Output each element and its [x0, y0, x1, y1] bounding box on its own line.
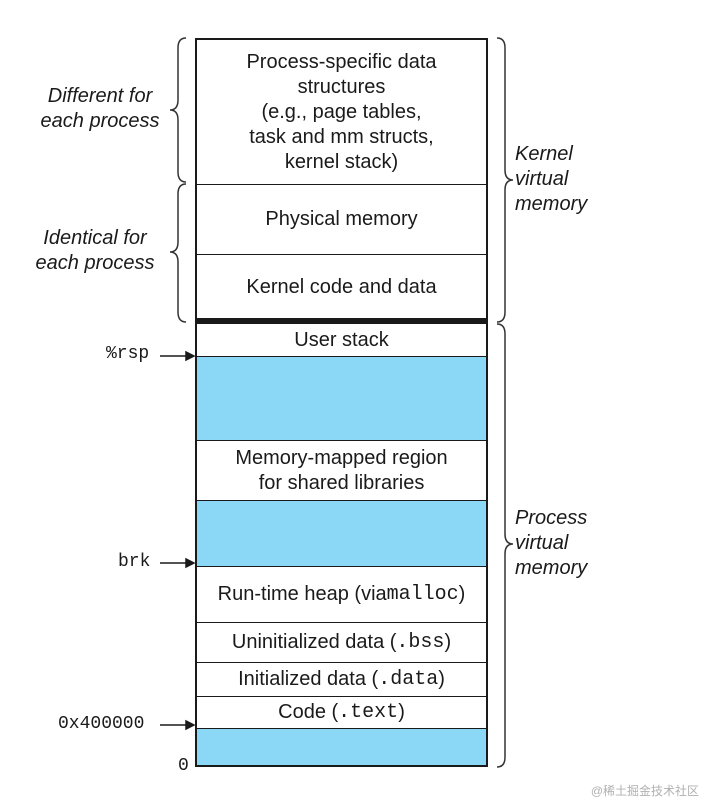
segment-data: Initialized data (.data) — [197, 662, 486, 696]
watermark: @稀土掘金技术社区 — [590, 784, 699, 798]
segment-user-stack: User stack — [197, 318, 486, 356]
brk-label: brk — [118, 552, 151, 572]
segment-text: Code (.text) — [197, 696, 486, 728]
segment-memory-mapped-region: Memory-mapped region for shared librarie… — [197, 440, 486, 500]
label-process-virtual-memory: Process virtual memory — [515, 507, 588, 579]
brace-identical-icon — [169, 183, 187, 323]
zero-address-label: 0 — [178, 756, 189, 776]
segment-bss: Uninitialized data (.bss) — [197, 622, 486, 662]
brace-process-icon — [496, 323, 514, 768]
label-kernel-virtual-memory: Kernel virtual memory — [515, 143, 588, 215]
brace-different-icon — [169, 37, 187, 183]
segment-stack-gap — [197, 356, 486, 440]
label-identical-for-each-process: Identical for each process — [35, 227, 155, 274]
brace-kernel-icon — [496, 37, 514, 323]
rsp-label: %rsp — [106, 344, 150, 364]
segment-heap-gap — [197, 500, 486, 566]
segment-process-specific-data: Process-specific data structures (e.g., … — [246, 50, 437, 173]
segment-physical-memory: Physical memory — [197, 184, 486, 254]
segment-run-time-heap: Run-time heap (via malloc) — [197, 566, 486, 622]
segment-kernel-code-and-data: Kernel code and data — [197, 254, 486, 320]
memory-layout-stack: Process-specific data structures (e.g., … — [195, 38, 488, 767]
label-different-for-each-process: Different for each process — [40, 85, 160, 132]
segment-low-gap — [197, 728, 486, 765]
text-start-label: 0x400000 — [58, 714, 145, 734]
